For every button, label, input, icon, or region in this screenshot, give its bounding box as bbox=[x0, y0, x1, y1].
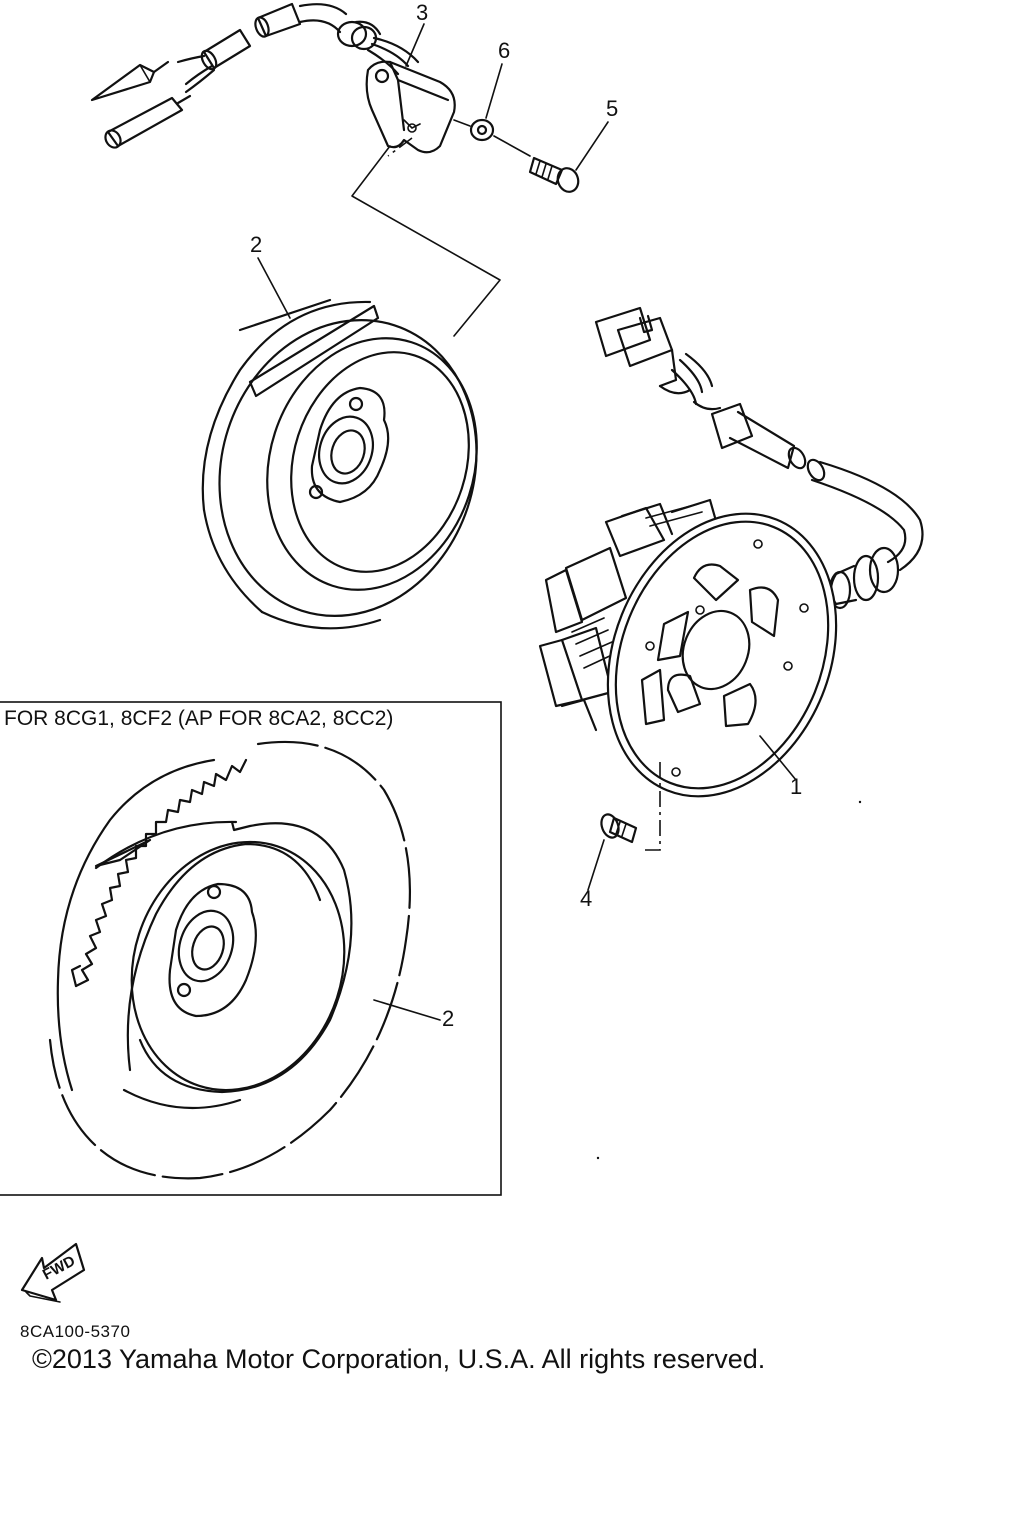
inset-caption: FOR 8CG1, 8CF2 (AP FOR 8CA2, 8CC2) bbox=[4, 707, 393, 730]
washer bbox=[469, 118, 495, 142]
callout-inset-rotor: 2 bbox=[442, 1006, 454, 1031]
wire-sleeve bbox=[176, 28, 252, 94]
bullet-connector-cone bbox=[90, 63, 156, 102]
diagram-code: 8CA100-5370 bbox=[20, 1322, 131, 1341]
ring-gear-teeth bbox=[74, 758, 248, 988]
rotor-hub-plate bbox=[310, 386, 390, 504]
stator-screw bbox=[600, 813, 638, 844]
fwd-arrow-icon: FWD bbox=[20, 1242, 86, 1303]
copyright-notice: ©2013 Yamaha Motor Corporation, U.S.A. A… bbox=[32, 1344, 766, 1374]
pickup-screw bbox=[528, 156, 580, 193]
callout-washer: 6 bbox=[498, 38, 510, 63]
stator-assembly bbox=[538, 306, 924, 798]
pickup-coil-body bbox=[365, 60, 456, 154]
rotor-slot bbox=[248, 304, 380, 398]
callout-rotor: 2 bbox=[250, 232, 262, 257]
flywheel-rotor bbox=[201, 298, 478, 630]
stator-plate bbox=[606, 512, 838, 798]
pickup-coil-assembly bbox=[90, 2, 501, 337]
stator-grommet bbox=[828, 546, 900, 610]
variant-inset: FOR 8CG1, 8CF2 (AP FOR 8CA2, 8CC2) bbox=[0, 701, 502, 1196]
assembly-leader-pickup bbox=[351, 145, 501, 337]
wire-tube bbox=[254, 2, 348, 38]
cylinder-connector bbox=[104, 94, 192, 149]
callout-pickup-screw: 5 bbox=[606, 96, 618, 121]
stator-cable bbox=[818, 460, 924, 572]
stator-wire-sleeve bbox=[710, 402, 807, 470]
inset-flywheel-rotor bbox=[48, 740, 411, 1180]
callout-pickup-coil: 3 bbox=[416, 0, 428, 25]
callout-stator-screw: 4 bbox=[580, 886, 592, 911]
stator-connector bbox=[594, 306, 692, 395]
callout-stator: 1 bbox=[790, 774, 802, 799]
inset-frame bbox=[0, 701, 502, 1196]
